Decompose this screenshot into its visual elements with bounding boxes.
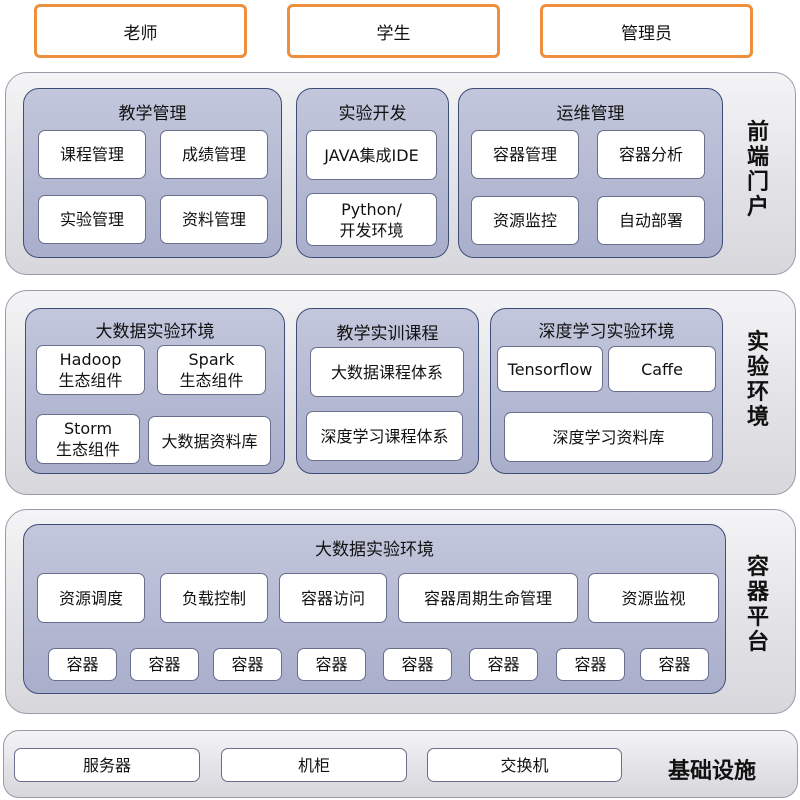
group-title: 实验开发 bbox=[338, 104, 407, 124]
box-container: 容器 bbox=[130, 648, 199, 681]
group-title: 教学实训课程 bbox=[336, 324, 439, 344]
box-material-management: 资料管理 bbox=[160, 195, 268, 244]
box-resource-watch: 资源监视 bbox=[588, 573, 719, 623]
box-tensorflow: Tensorflow bbox=[497, 346, 603, 392]
box-server: 服务器 bbox=[14, 748, 200, 782]
box-container: 容器 bbox=[297, 648, 366, 681]
group-title: 大数据实验环境 bbox=[95, 322, 215, 342]
box-container: 容器 bbox=[383, 648, 452, 681]
box-caffe: Caffe bbox=[608, 346, 716, 392]
layer-label-frontend: 前端门户 bbox=[746, 120, 769, 220]
layer-label-experiment: 实验环境 bbox=[746, 330, 769, 430]
layer-label-infrastructure: 基础设施 bbox=[668, 759, 757, 784]
group-title: 教学管理 bbox=[118, 104, 187, 124]
box-line: 生态组件 bbox=[58, 371, 123, 390]
box-experiment-management: 实验管理 bbox=[38, 195, 146, 244]
box-java-ide: JAVA集成IDE bbox=[306, 130, 437, 180]
box-resource-monitoring: 资源监控 bbox=[471, 196, 579, 245]
box-container-analysis: 容器分析 bbox=[597, 130, 705, 179]
box-line: 生态组件 bbox=[179, 371, 244, 390]
box-line: Spark bbox=[188, 350, 235, 369]
group-title: 大数据实验环境 bbox=[315, 540, 434, 560]
box-bigdata-library: 大数据资料库 bbox=[148, 416, 271, 466]
box-container-lifecycle: 容器周期生命管理 bbox=[398, 573, 578, 623]
group-title: 深度学习实验环境 bbox=[538, 322, 675, 342]
box-python-env: Python/ 开发环境 bbox=[306, 193, 437, 246]
box-switch: 交换机 bbox=[427, 748, 622, 782]
box-bigdata-curriculum: 大数据课程体系 bbox=[310, 347, 464, 397]
box-resource-scheduling: 资源调度 bbox=[37, 573, 145, 623]
box-container: 容器 bbox=[213, 648, 282, 681]
box-auto-deploy: 自动部署 bbox=[597, 196, 705, 245]
box-line: Storm bbox=[63, 419, 113, 438]
role-teacher: 老师 bbox=[34, 4, 247, 58]
box-course-management: 课程管理 bbox=[38, 130, 146, 179]
box-line: Python/ bbox=[341, 199, 402, 219]
box-load-control: 负载控制 bbox=[160, 573, 268, 623]
box-container: 容器 bbox=[469, 648, 538, 681]
box-line: 生态组件 bbox=[55, 440, 120, 459]
box-container-management: 容器管理 bbox=[471, 130, 579, 179]
box-deeplearning-curriculum: 深度学习课程体系 bbox=[306, 411, 463, 461]
box-cabinet: 机柜 bbox=[221, 748, 407, 782]
box-line: 开发环境 bbox=[339, 220, 404, 240]
box-container-access: 容器访问 bbox=[279, 573, 387, 623]
box-deeplearning-library: 深度学习资料库 bbox=[504, 412, 713, 462]
box-container: 容器 bbox=[48, 648, 117, 681]
box-storm: Storm 生态组件 bbox=[36, 414, 140, 464]
group-title: 运维管理 bbox=[556, 104, 625, 124]
box-hadoop: Hadoop 生态组件 bbox=[36, 345, 145, 395]
box-line: Hadoop bbox=[59, 350, 122, 369]
layer-label-container: 容器平台 bbox=[746, 555, 769, 655]
role-student: 学生 bbox=[287, 4, 500, 58]
box-container: 容器 bbox=[640, 648, 709, 681]
box-grade-management: 成绩管理 bbox=[160, 130, 268, 179]
box-spark: Spark 生态组件 bbox=[157, 345, 266, 395]
role-admin: 管理员 bbox=[540, 4, 753, 58]
box-container: 容器 bbox=[556, 648, 625, 681]
